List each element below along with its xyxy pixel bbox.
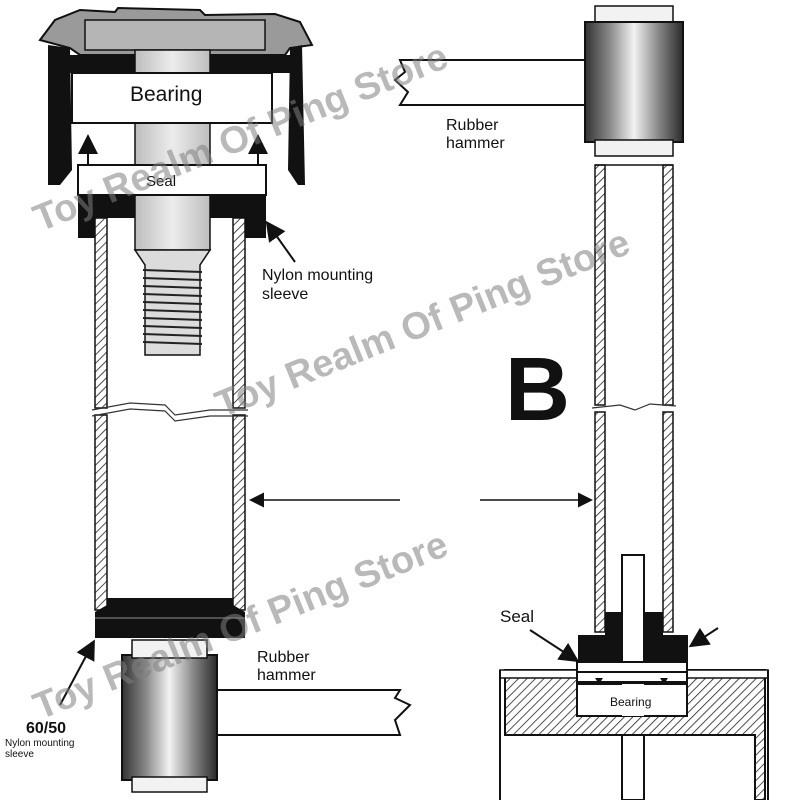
seal-label-bottom: Seal [500, 607, 534, 626]
method-letter: B [505, 340, 570, 440]
size-pointer [59, 639, 95, 706]
seal-plate-bottom [576, 661, 688, 673]
rubber-hammer-handle-bottom [216, 689, 412, 736]
seal-pointer-left [529, 629, 580, 663]
hub-housing-left [48, 45, 72, 185]
nylon-sleeve-label-1: Nylon mounting [262, 267, 373, 284]
seal-block-right-left [578, 612, 622, 662]
hub-top-inner [84, 19, 266, 51]
bearing-box [71, 72, 273, 124]
seal-pointer-right [688, 627, 719, 648]
seal-block-right-right [644, 612, 688, 662]
bearing-label-top: Bearing [130, 83, 202, 106]
nylon-sleeve-pointer [265, 220, 296, 263]
rubber-hammer-label-bottom-2: hammer [257, 667, 316, 684]
bearing-label-bottom: Bearing [610, 695, 651, 709]
center-area: B [249, 340, 593, 508]
left-assembly: Bearing Seal Nylon mounting sleeve Rubbe… [5, 6, 412, 793]
rubber-hammer-head-top [584, 21, 684, 143]
size-note-2: sleeve [5, 749, 34, 760]
thread-lines [142, 269, 203, 345]
rubber-hammer-handle-top [393, 59, 586, 106]
seal-label-top: Seal [146, 173, 176, 190]
nylon-sleeve-left-block [78, 195, 135, 238]
rubber-hammer-label-top-1: Rubber [446, 117, 499, 134]
tube-break-line [91, 402, 248, 416]
size-note-1: Nylon mounting [5, 738, 74, 749]
rubber-hammer-label-bottom-1: Rubber [257, 649, 310, 666]
seal-box-top [77, 164, 267, 196]
tube-wall-left-lower [94, 414, 108, 611]
tube-wall-right-a [594, 164, 606, 406]
nylon-sleeve-right-block [210, 195, 266, 238]
tube-wall-right-lower [232, 414, 246, 611]
size-label: 60/50 [26, 720, 66, 737]
watermark-2: Toy Realm Of Ping Store [210, 222, 636, 427]
hub-housing-right [288, 45, 305, 185]
tube-wall-left-upper [94, 217, 108, 409]
tube-wall-right-upper [232, 217, 246, 409]
tube-wall-right-b [662, 164, 674, 406]
rubber-hammer-label-top-2: hammer [446, 135, 505, 152]
tube-break-line-right [591, 403, 677, 411]
nylon-sleeve-label-2: sleeve [262, 286, 308, 303]
right-assembly: Rubber hammer Bearing Seal [393, 5, 769, 800]
